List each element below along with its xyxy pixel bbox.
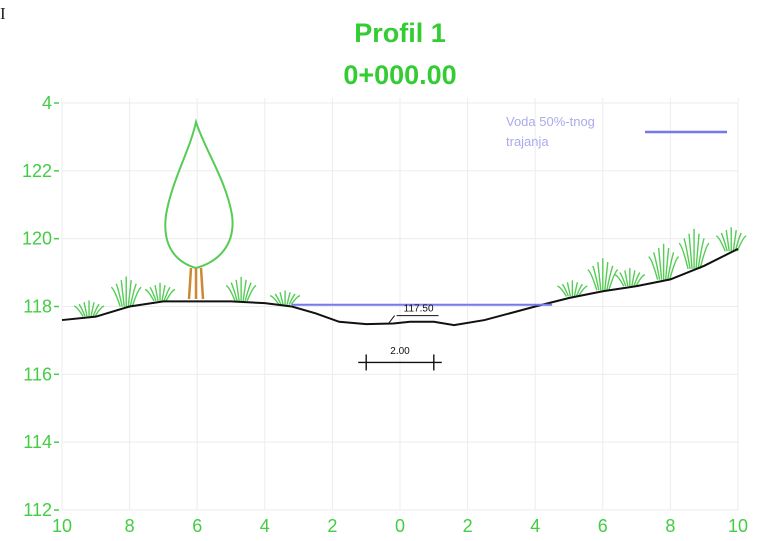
vegetation	[73, 227, 747, 317]
y-tick-label: 122	[22, 161, 52, 181]
grass-tuft	[144, 282, 176, 302]
grass-tuft	[557, 280, 588, 297]
y-tick-label: 112	[23, 500, 52, 520]
grass-tuft	[587, 258, 619, 291]
grass-tuft	[225, 276, 257, 302]
y-tick-label: 120	[22, 229, 52, 249]
x-tick-label: 10	[52, 516, 72, 536]
corner-mark: I	[0, 4, 6, 23]
x-tick-label: 8	[125, 516, 135, 536]
terrain-profile-line	[61, 247, 739, 327]
x-tick-label: 2	[327, 516, 337, 536]
x-tick-label: 0	[395, 516, 405, 536]
series-layer	[61, 247, 739, 327]
x-tick-label: 10	[728, 516, 748, 536]
x-tick-label: 8	[665, 516, 675, 536]
legend: Voda 50%-tnog trajanja	[506, 114, 727, 149]
tree-icon	[164, 118, 234, 300]
x-tick-label: 4	[530, 516, 540, 536]
grass-tuft	[648, 243, 680, 280]
y-tick-label: 118	[23, 297, 52, 317]
x-tick-label: 6	[192, 516, 202, 536]
grass-tuft	[614, 268, 646, 287]
legend-label-line1: Voda 50%-tnog	[506, 114, 595, 129]
grass-tuft	[73, 300, 105, 317]
x-tick-label: 4	[260, 516, 270, 536]
grass-tuft	[678, 228, 710, 270]
grid	[61, 98, 739, 511]
y-axis: 112 114 116 118 120 122 4	[22, 93, 59, 520]
x-tick-label: 2	[463, 516, 473, 536]
chart-title: Profil 1	[354, 18, 446, 48]
y-tick-label: 116	[23, 364, 52, 384]
legend-label-line2: trajanja	[506, 134, 549, 149]
grass-tuft	[110, 276, 142, 307]
annotations: 117.50 2.00	[358, 304, 442, 371]
width-label: 2.00	[390, 346, 410, 357]
x-axis: 10 8 6 4 2 0 2 4 6 8 10	[52, 516, 748, 536]
elevation-label: 117.50	[404, 304, 434, 315]
grass-tuft	[715, 227, 747, 252]
y-tick-label: 4	[42, 93, 52, 113]
chart-subtitle: 0+000.00	[343, 60, 456, 90]
y-tick-label: 114	[23, 432, 52, 452]
grass-tuft	[269, 290, 301, 306]
x-tick-label: 6	[598, 516, 608, 536]
elevation-leader	[388, 315, 439, 324]
